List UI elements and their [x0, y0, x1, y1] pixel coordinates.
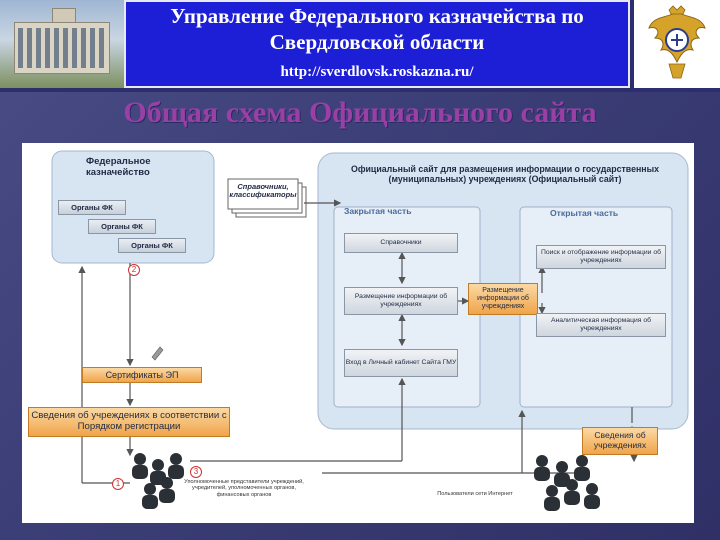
open-item-analytics: Аналитическая информация об учреждениях: [536, 313, 666, 337]
official-site-title: Официальный сайт для размещения информац…: [350, 164, 659, 184]
scheme-diagram: Федеральное казначейство Органы ФК Орган…: [22, 143, 694, 523]
closed-item-placement: Размещение информации об учреждениях: [344, 287, 458, 315]
step-number-3: 3: [190, 466, 202, 478]
header-url[interactable]: http://sverdlovsk.roskazna.ru/: [280, 64, 474, 80]
certificates-box: Сертификаты ЭП: [82, 367, 202, 383]
federal-treasury-title: Федеральное казначейство: [86, 156, 151, 178]
institution-info-box: Сведения об учреждениях: [582, 427, 658, 455]
step-number-2: 2: [128, 264, 140, 276]
header-title-line1: Управление Федерального казначейства по: [170, 4, 584, 28]
step-number-1: 1: [112, 478, 124, 490]
closed-part-title: Закрытая часть: [344, 206, 412, 216]
reference-docs-label: Справочники, классификаторы: [229, 182, 297, 200]
header-title-line2: Свердловской области: [269, 30, 485, 54]
header-title-box: Управление Федерального казначейства по …: [124, 0, 630, 88]
closed-item-cabinet: Вход в Личный кабинет Сайта ГМУ: [344, 349, 458, 377]
fk-organ-1: Органы ФК: [58, 200, 126, 215]
slide-title: Общая схема Официального сайта: [123, 96, 597, 129]
treasury-emblem-icon: [634, 0, 720, 88]
open-item-search: Поиск и отображение информации об учрежд…: [536, 245, 666, 269]
building-photo: [0, 0, 124, 88]
placement-info-box: Размещение информации об учреждениях: [468, 283, 538, 315]
open-part-title: Открытая часть: [550, 208, 619, 218]
fk-organ-3: Органы ФК: [118, 238, 186, 253]
closed-item-references: Справочники: [344, 233, 458, 253]
fk-organ-2: Органы ФК: [88, 219, 156, 234]
authorized-users-label: Уполномоченные представители учреждений,…: [184, 479, 304, 498]
internet-users-label: Пользователи сети Интернет: [437, 491, 513, 497]
registration-info-box: Сведения об учреждениях в соответствии с…: [28, 407, 230, 437]
